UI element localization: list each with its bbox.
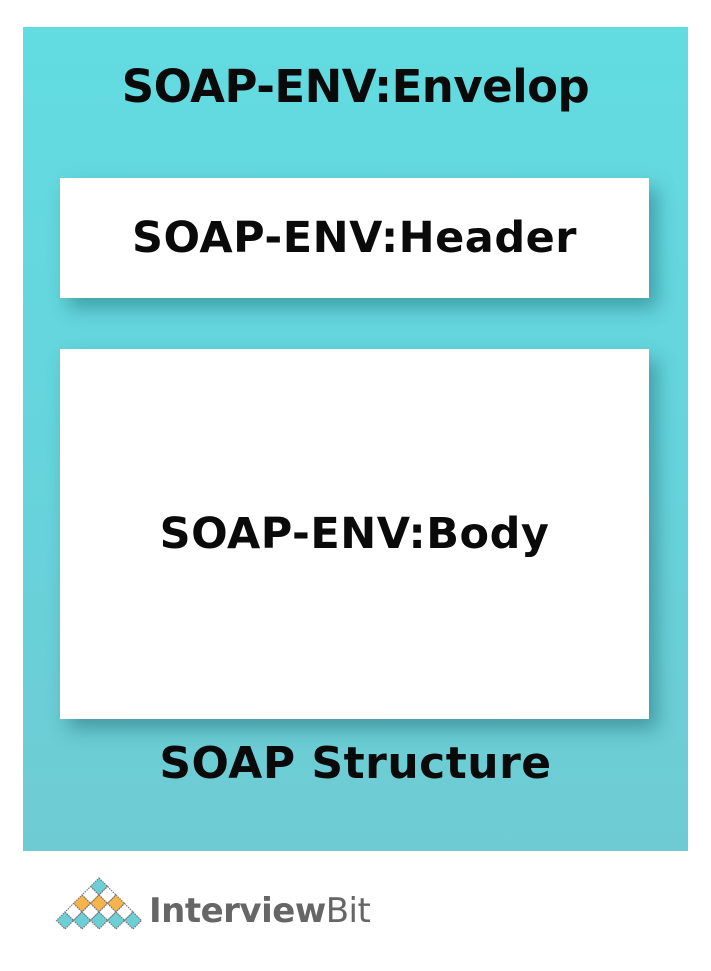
brand-name-regular: Bit [325, 891, 371, 931]
diagram-caption: SOAP Structure [159, 738, 552, 789]
soap-body-box: SOAP-ENV:Body [60, 349, 649, 719]
diamond-pyramid-icon [55, 877, 143, 930]
envelope-label: SOAP-ENV:Envelop [121, 60, 590, 113]
header-label: SOAP-ENV:Header [132, 213, 577, 263]
brand-wordmark: InterviewBit [149, 891, 371, 931]
body-label: SOAP-ENV:Body [159, 509, 550, 559]
soap-header-box: SOAP-ENV:Header [60, 178, 649, 298]
brand-name-bold: Interview [149, 891, 326, 931]
interviewbit-logo: InterviewBit [55, 876, 375, 936]
